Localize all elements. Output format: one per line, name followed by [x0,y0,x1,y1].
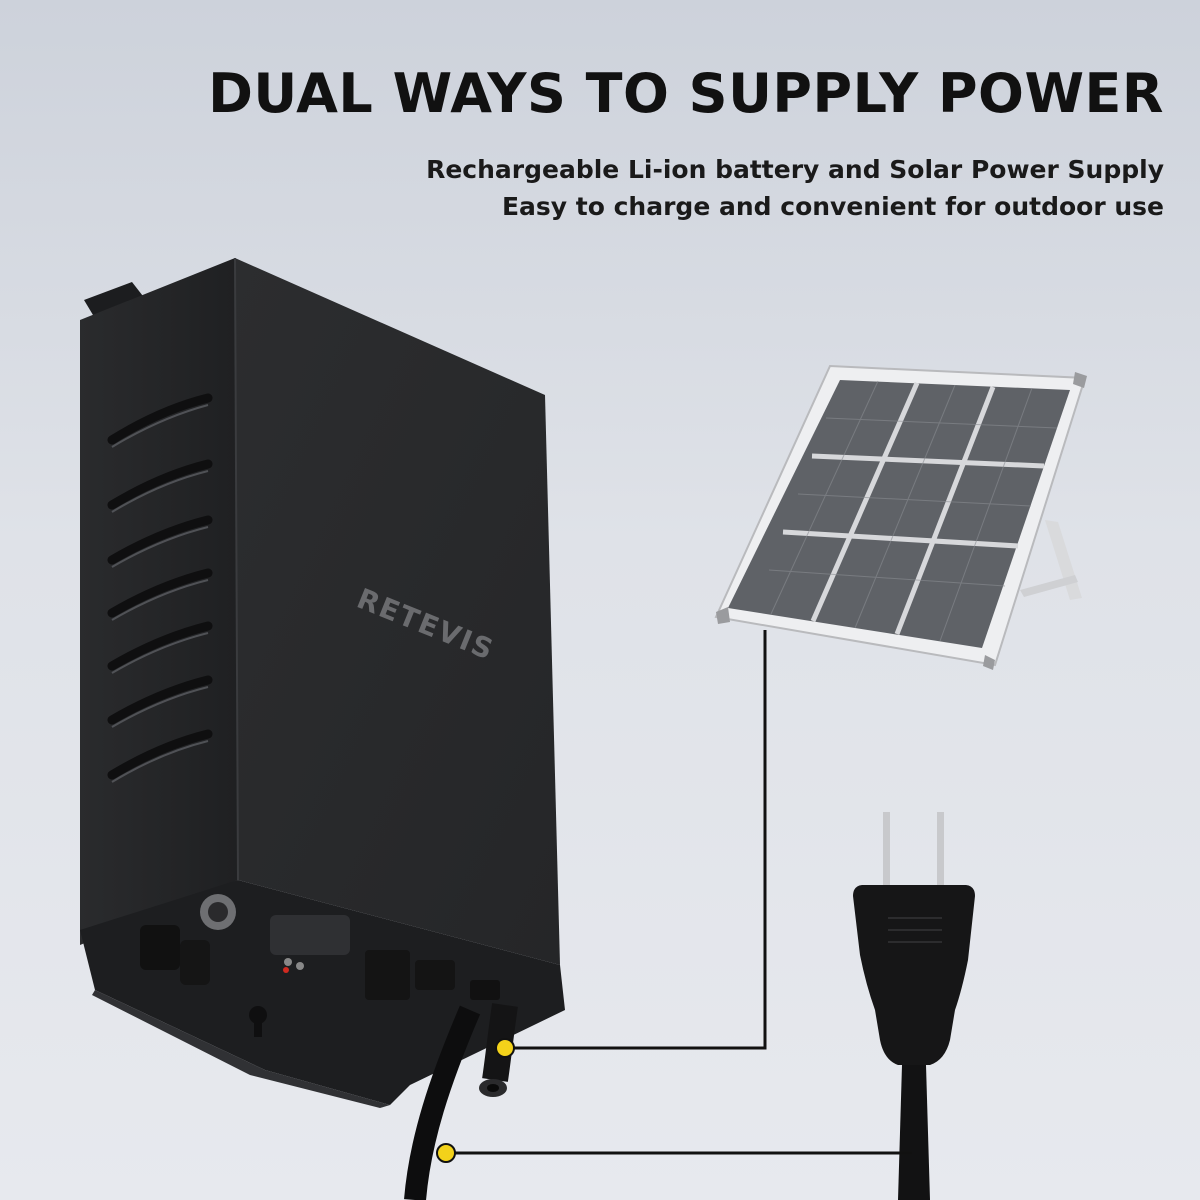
speaker-grille [270,915,350,955]
ac-plug [853,812,975,1200]
ac-connector-dot [436,1143,456,1163]
power-switch [140,925,180,970]
device-front-face [235,258,560,965]
data-port [365,950,410,1000]
plug-body [853,885,975,1065]
solar-panel [714,364,1087,670]
solar-connector-dot [495,1038,515,1058]
subtitle-line-2: Easy to charge and convenient for outdoo… [501,192,1164,221]
solar-cells [728,380,1070,648]
headline: DUAL WAYS TO SUPPLY POWER [208,62,1164,125]
device-top-lip [84,282,146,320]
power-cable [404,1005,481,1200]
connector-lines [446,630,912,1155]
plug-prong-left [883,812,890,892]
plug-prong-right [937,812,944,892]
device-side-panel [80,258,238,945]
subtitle-line-1: Rechargeable Li-ion battery and Solar Po… [426,155,1164,184]
status-led [283,967,289,973]
solar-connector-line [505,630,767,1050]
repeater-device: RETEVIS [80,257,565,1200]
plug-cord [898,1065,930,1200]
port-panel [140,894,500,1037]
side-vents [107,393,213,780]
